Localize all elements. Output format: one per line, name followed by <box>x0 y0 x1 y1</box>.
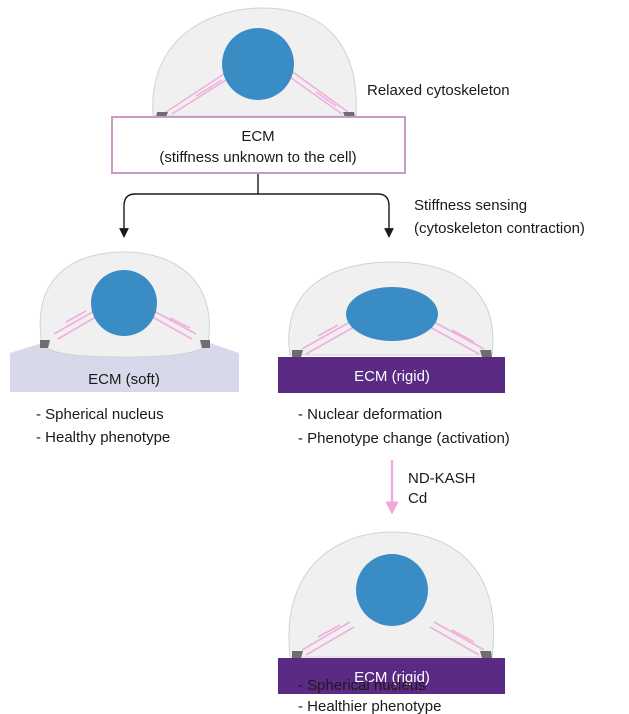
relaxed-cytoskeleton-label: Relaxed cytoskeleton <box>367 82 510 99</box>
rigid-ecm-substrate <box>278 658 505 694</box>
treated-cell <box>278 531 505 694</box>
stiffness-sensing-label: Stiffness sensing <box>414 197 527 214</box>
deformed-nucleus <box>346 287 438 341</box>
treated-note-2: - Healthier phenotype <box>298 698 441 714</box>
treatment-label-1: ND-KASH <box>408 470 476 487</box>
rigid-ecm-label: ECM (rigid) <box>354 368 430 385</box>
soft-cell <box>10 251 239 392</box>
focal-adhesion-left <box>40 340 50 348</box>
ecm-unknown-label: ECM <box>241 128 274 145</box>
nucleus <box>222 28 294 100</box>
soft-note-1: - Spherical nucleus <box>36 406 164 423</box>
soft-ecm-label: ECM (soft) <box>88 371 160 388</box>
nucleus <box>91 270 157 336</box>
treated-ecm-label: ECM (rigid) <box>354 669 430 686</box>
rigid-ecm-substrate <box>278 357 505 393</box>
stress-fibers <box>301 621 485 656</box>
nucleus <box>356 554 428 626</box>
focal-adhesion-right <box>343 112 355 117</box>
rigid-cell <box>278 261 505 393</box>
ecm-unknown-box <box>111 116 406 174</box>
cytoskeleton-contraction-label: (cytoskeleton contraction) <box>414 220 585 237</box>
focal-adhesion-left <box>292 651 303 658</box>
focal-adhesion-right <box>480 651 492 658</box>
focal-adhesion-right <box>480 350 492 357</box>
stress-fibers <box>53 309 197 340</box>
soft-note-2: - Healthy phenotype <box>36 429 170 446</box>
soft-ecm-substrate <box>10 342 239 392</box>
treated-note-1: - Spherical nucleus <box>298 677 426 694</box>
focal-adhesion-left <box>156 112 168 117</box>
focal-adhesion-right <box>200 340 210 348</box>
stress-fibers <box>301 321 485 355</box>
stress-fibers <box>165 69 349 115</box>
rigid-note-2: - Phenotype change (activation) <box>298 430 510 447</box>
branch-arrows <box>119 174 394 238</box>
focal-adhesion-left <box>292 350 303 357</box>
rigid-note-1: - Nuclear deformation <box>298 406 442 423</box>
top-cell <box>152 7 357 117</box>
treatment-label-2: Cd <box>408 490 427 507</box>
ecm-unknown-sublabel: (stiffness unknown to the cell) <box>159 149 356 166</box>
